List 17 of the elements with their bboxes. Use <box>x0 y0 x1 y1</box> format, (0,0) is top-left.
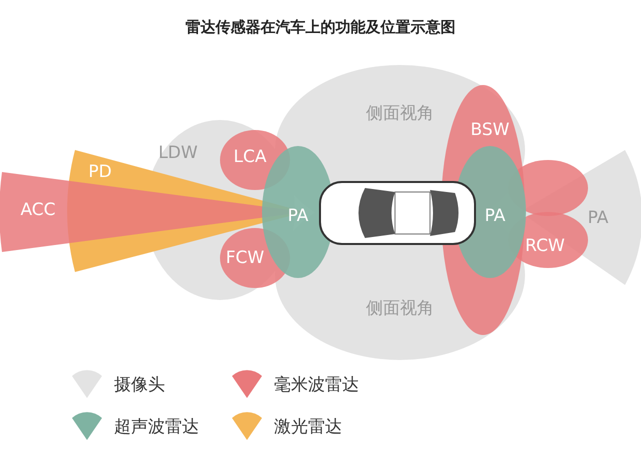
zone-label: ACC <box>20 200 56 220</box>
zone-label: PA <box>288 206 308 226</box>
zone-label: FCW <box>226 248 264 268</box>
legend-label: 激光雷达 <box>274 416 342 438</box>
chart-title: 雷达传感器在汽车上的功能及位置示意图 <box>184 18 456 37</box>
zone-label: PD <box>88 162 112 182</box>
zone-label: LCA <box>234 147 266 167</box>
zone-label: BSW <box>470 120 510 140</box>
zone-label: PA <box>588 208 608 228</box>
legend-label: 毫米波雷达 <box>274 374 359 396</box>
zone-label: PA <box>484 206 506 226</box>
zone-label: 侧面视角 <box>366 102 434 124</box>
zone-label: RCW <box>525 236 565 256</box>
legend-label: 超声波雷达 <box>114 416 199 438</box>
legend-label: 摄像头 <box>114 374 165 396</box>
zone-label: LDW <box>158 143 198 163</box>
zone-label: 侧面视角 <box>366 298 434 320</box>
